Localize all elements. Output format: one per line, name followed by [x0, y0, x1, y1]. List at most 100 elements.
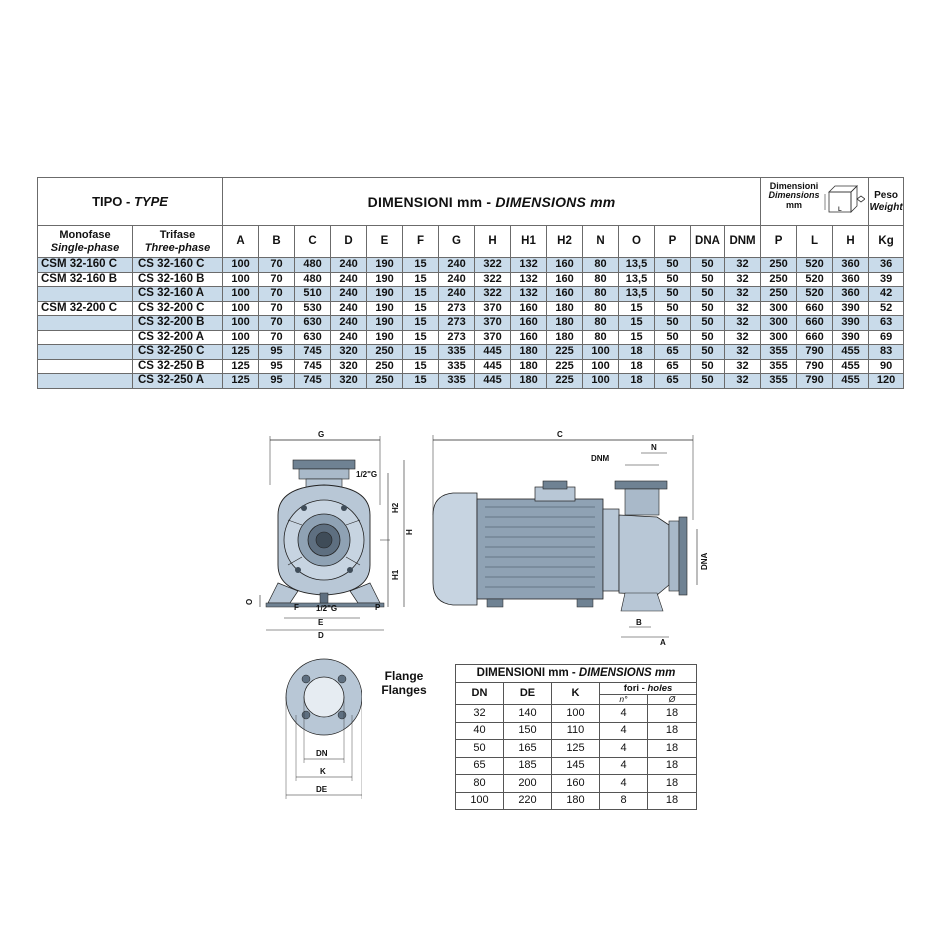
- flange-cell: 80: [455, 774, 504, 793]
- mono-label-en: Single-phase: [50, 241, 120, 254]
- label-flange-de: DE: [316, 785, 328, 794]
- dimension-cell: 32: [724, 373, 762, 389]
- label-thread-top: 1/2"G: [356, 470, 377, 479]
- dimension-cell: 445: [474, 344, 512, 360]
- peso-label: Peso: [874, 190, 899, 201]
- dimension-cell: 80: [582, 271, 620, 287]
- weight-cell: 69: [868, 329, 905, 345]
- flange-cell: 125: [551, 739, 600, 758]
- packaging-unit: mm: [786, 199, 803, 210]
- weight-cell: 83: [868, 344, 905, 360]
- single-phase-model: CSM 32-200 C: [37, 300, 133, 316]
- flange-cell: 18: [646, 756, 698, 775]
- packaging-label-en: Dimensions: [768, 190, 820, 201]
- dimension-cell: 240: [438, 257, 476, 273]
- three-phase-model: CS 32-200 C: [131, 300, 224, 316]
- label-b: B: [636, 618, 642, 627]
- label-h: H: [405, 529, 414, 535]
- dimension-cell: 745: [294, 373, 332, 389]
- label-h2: H2: [391, 502, 400, 513]
- flange-cell: 100: [455, 791, 504, 810]
- col-header: G: [438, 225, 476, 258]
- dimension-cell: 630: [294, 315, 332, 331]
- flange-cell: 40: [455, 721, 504, 740]
- dimension-cell: 335: [438, 358, 476, 374]
- packaging-cell: 390: [832, 300, 870, 316]
- label-h1: H1: [391, 569, 400, 580]
- flange-cell: 185: [503, 756, 552, 775]
- dimension-cell: 65: [654, 344, 692, 360]
- single-phase-model: CSM 32-160 C: [37, 257, 133, 273]
- dimension-cell: 50: [690, 329, 726, 345]
- dimension-cell: 15: [402, 300, 440, 316]
- packaging-cell: 300: [760, 315, 798, 331]
- flange-cell: 140: [503, 704, 552, 723]
- dimension-cell: 70: [258, 286, 296, 302]
- dimension-cell: 160: [510, 329, 548, 345]
- dimension-cell: 95: [258, 373, 296, 389]
- three-phase-model: CS 32-160 C: [131, 257, 224, 273]
- dimension-cell: 322: [474, 271, 512, 287]
- dimension-cell: 15: [402, 271, 440, 287]
- single-phase-header: Monofase Single-phase: [37, 225, 133, 258]
- tipo-label: TIPO -: [92, 194, 134, 209]
- dimension-cell: 530: [294, 300, 332, 316]
- dimension-cell: 50: [654, 300, 692, 316]
- flange-cell: 145: [551, 756, 600, 775]
- flange-caption-en: Flanges: [381, 682, 427, 697]
- dimension-cell: 32: [724, 358, 762, 374]
- dimension-cell: 125: [222, 358, 260, 374]
- label-a: A: [660, 638, 666, 647]
- col-header: C: [294, 225, 332, 258]
- flange-cell: 220: [503, 791, 552, 810]
- mono-label-it: Monofase: [59, 229, 111, 242]
- packaging-cell: 360: [832, 271, 870, 287]
- dimension-cell: 322: [474, 257, 512, 273]
- packaging-cell: 455: [832, 373, 870, 389]
- label-p: P: [375, 603, 381, 612]
- col-header: P: [654, 225, 692, 258]
- dimension-cell: 190: [366, 329, 404, 345]
- dimension-cell: 273: [438, 300, 476, 316]
- dimension-cell: 32: [724, 286, 762, 302]
- dimension-cell: 322: [474, 286, 512, 302]
- dimension-cell: 510: [294, 286, 332, 302]
- dimension-cell: 80: [582, 300, 620, 316]
- label-f: F: [294, 603, 299, 612]
- dimension-cell: 70: [258, 315, 296, 331]
- dimension-cell: 50: [690, 358, 726, 374]
- dimension-cell: 445: [474, 358, 512, 374]
- packaging-cell: 250: [760, 257, 798, 273]
- dimension-cell: 100: [222, 315, 260, 331]
- dimension-cell: 15: [618, 315, 656, 331]
- dimension-cell: 18: [618, 344, 656, 360]
- col-header: F: [402, 225, 440, 258]
- dimension-cell: 32: [724, 271, 762, 287]
- packaging-label-it: Dimensioni: [769, 181, 819, 191]
- dimension-cell: 50: [690, 315, 726, 331]
- dimension-cell: 95: [258, 344, 296, 360]
- dimension-cell: 50: [654, 286, 692, 302]
- flange-drawing: DN K DE: [285, 658, 362, 799]
- dimension-cell: 480: [294, 271, 332, 287]
- weight-cell: 120: [868, 373, 905, 389]
- dimension-cell: 160: [546, 271, 584, 287]
- dimension-cell: 273: [438, 329, 476, 345]
- dimension-cell: 15: [402, 344, 440, 360]
- packaging-cell: 660: [796, 329, 834, 345]
- weight-cell: 36: [868, 257, 905, 273]
- dimension-cell: 250: [366, 344, 404, 360]
- dimension-cell: 125: [222, 344, 260, 360]
- packaging-header: Dimensioni Dimensions mm L: [760, 177, 870, 226]
- dimension-cell: 745: [294, 344, 332, 360]
- dimension-cell: 320: [330, 373, 368, 389]
- dimension-cell: 132: [510, 271, 548, 287]
- weight-cell: 90: [868, 358, 905, 374]
- weight-label: Weight: [869, 201, 903, 213]
- dimension-cell: 95: [258, 358, 296, 374]
- three-phase-model: CS 32-160 A: [131, 286, 224, 302]
- pack-col-header: H: [832, 225, 870, 258]
- flange-cell: 50: [455, 739, 504, 758]
